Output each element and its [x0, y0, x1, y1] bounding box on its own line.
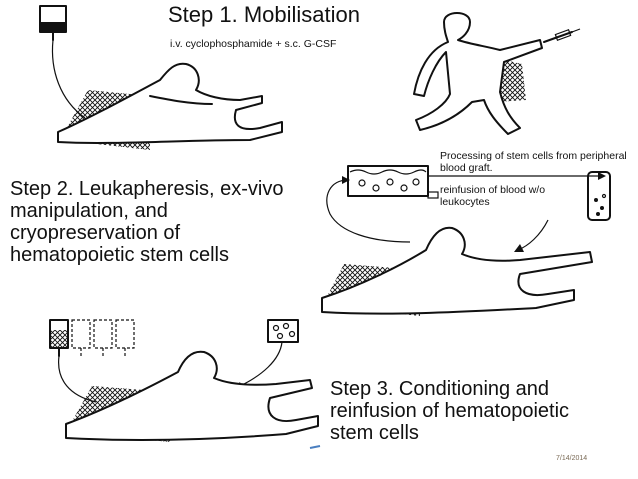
step3-title: Step 3. Conditioning and reinfusion of h…: [330, 378, 570, 444]
step2-title: Step 2. Leukapheresis, ex-vivo manipulat…: [10, 178, 284, 266]
step1-subtitle: i.v. cyclophosphamide + s.c. G-CSF: [170, 38, 337, 50]
slide-date: 7/14/2014: [556, 455, 588, 462]
stem-cell-bag-icon: [232, 319, 299, 390]
iv-bag-icon: [39, 5, 86, 119]
reclining-patient-step3-icon: [65, 350, 321, 449]
test-tube-icon: [587, 171, 611, 221]
reclining-patient-icon: [57, 62, 283, 150]
reclining-patient-step2-icon: [321, 226, 593, 316]
processing-arrow: [326, 172, 606, 243]
reinfusion-caption: reinfusion of blood w/o leukocytes: [440, 184, 546, 208]
standing-patient-icon: [413, 12, 543, 135]
reinfusion-arrow: [514, 219, 549, 252]
syringe-icon: [543, 28, 581, 43]
processing-caption: Processing of stem cells from peripheral…: [440, 150, 627, 174]
step1-title: Step 1. Mobilisation: [168, 2, 360, 27]
apheresis-bag-icon: [347, 165, 439, 199]
conditioning-bags-icon: [49, 319, 135, 403]
